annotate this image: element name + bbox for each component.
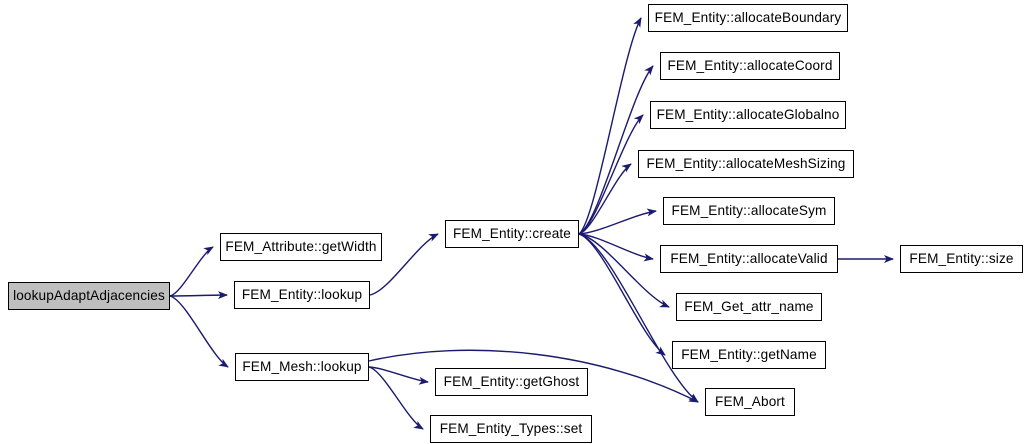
graph-node-label: FEM_Entity::allocateCoord (667, 58, 833, 74)
graph-edge-create-to-getName (578, 233, 666, 356)
graph-node-meshLookup[interactable]: FEM_Mesh::lookup (235, 353, 369, 381)
graph-edge-create-to-allocateValid (578, 233, 654, 262)
graph-edge-lookupAdaptAdjacencies-to-meshLookup (169, 295, 229, 368)
graph-node-label: FEM_Entity::lookup (241, 287, 363, 303)
graph-node-label: FEM_Entity::allocateGlobalno (656, 107, 840, 123)
graph-edge-create-to-allocateBoundary (578, 17, 642, 235)
graph-node-label: FEM_Attribute::getWidth (225, 239, 377, 255)
graph-edge-lookupAdaptAdjacencies-to-entityLookup (169, 291, 228, 300)
graph-edge-create-to-allocateSym (578, 208, 657, 235)
graph-node-label: FEM_Entity_Types::set (439, 421, 583, 437)
graph-edge-lookupAdaptAdjacencies-to-getWidth (169, 246, 214, 297)
graph-node-allocateValid[interactable]: FEM_Entity::allocateValid (660, 245, 838, 273)
graph-node-label: FEM_Entity::allocateValid (670, 251, 828, 267)
graph-edge-create-to-getAttrName (578, 233, 670, 308)
graph-node-getWidth[interactable]: FEM_Attribute::getWidth (220, 233, 382, 261)
graph-node-label: FEM_Abort (715, 394, 785, 410)
graph-node-label: FEM_Get_attr_name (684, 299, 814, 315)
graph-node-getName[interactable]: FEM_Entity::getName (672, 341, 826, 369)
graph-node-label: FEM_Entity::getGhost (443, 374, 580, 390)
graph-node-allocateMeshSizing[interactable]: FEM_Entity::allocateMeshSizing (638, 150, 854, 178)
graph-node-label: FEM_Entity::create (452, 226, 572, 242)
graph-node-lookupAdaptAdjacencies[interactable]: lookupAdaptAdjacencies (8, 282, 170, 310)
graph-node-label: FEM_Mesh::lookup (242, 359, 362, 375)
graph-edge-create-to-allocateGlobalno (578, 114, 644, 235)
graph-edge-meshLookup-to-getGhost (368, 366, 429, 385)
graph-node-entityLookup[interactable]: FEM_Entity::lookup (234, 281, 370, 309)
graph-node-getGhost[interactable]: FEM_Entity::getGhost (435, 368, 588, 396)
graph-node-label: FEM_Entity::size (909, 251, 1014, 267)
graph-node-size[interactable]: FEM_Entity::size (900, 245, 1023, 273)
graph-node-getAttrName[interactable]: FEM_Get_attr_name (676, 293, 822, 321)
graph-node-allocateBoundary[interactable]: FEM_Entity::allocateBoundary (648, 4, 848, 32)
graph-edge-meshLookup-to-typesSet (368, 366, 424, 430)
graph-node-label: FEM_Entity::allocateBoundary (654, 10, 842, 26)
graph-node-typesSet[interactable]: FEM_Entity_Types::set (430, 415, 592, 443)
graph-node-abort[interactable]: FEM_Abort (705, 388, 795, 416)
graph-node-allocateCoord[interactable]: FEM_Entity::allocateCoord (660, 52, 840, 80)
graph-edge-create-to-allocateMeshSizing (578, 163, 632, 235)
graph-node-allocateGlobalno[interactable]: FEM_Entity::allocateGlobalno (650, 101, 846, 129)
graph-node-label: lookupAdaptAdjacencies (13, 288, 165, 304)
graph-node-allocateSym[interactable]: FEM_Entity::allocateSym (663, 197, 835, 225)
graph-node-label: FEM_Entity::allocateMeshSizing (646, 156, 846, 172)
graph-node-label: FEM_Entity::getName (681, 347, 817, 363)
graph-node-label: FEM_Entity::allocateSym (671, 203, 827, 219)
graph-node-create[interactable]: FEM_Entity::create (445, 220, 579, 248)
